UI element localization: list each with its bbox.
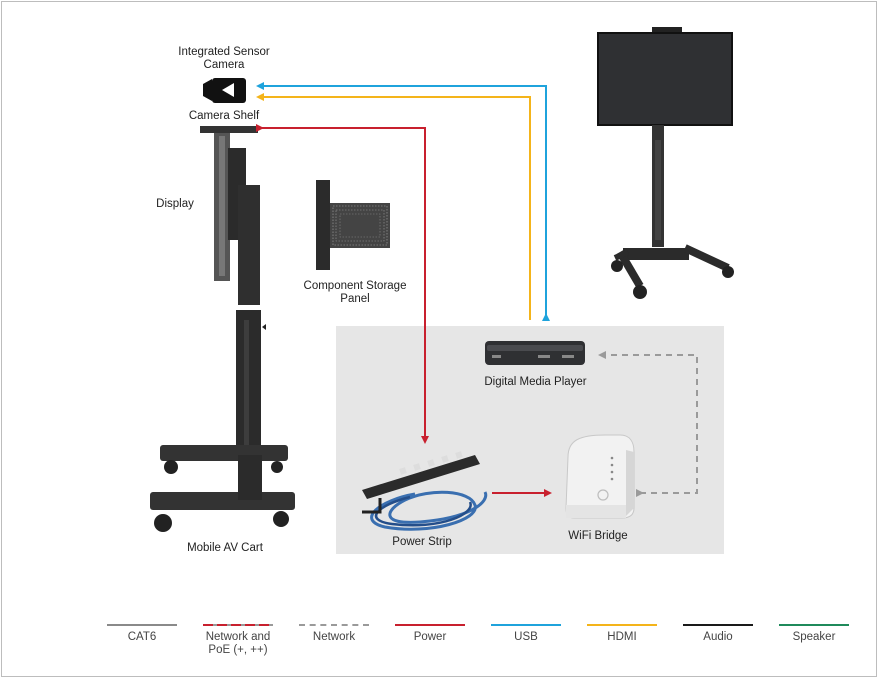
- legend-swatch: [779, 624, 849, 626]
- digital-media-player: [485, 341, 585, 365]
- label-display: Display: [156, 198, 194, 210]
- legend-label: Audio: [703, 631, 733, 643]
- legend-label: USB: [514, 631, 538, 643]
- label-digital-media-player: Digital Media Player: [484, 376, 587, 388]
- component-storage-panel: [316, 180, 390, 270]
- legend-label: CAT6: [127, 631, 157, 643]
- legend-label: HDMI: [607, 631, 637, 643]
- mobile-av-cart: [150, 126, 295, 532]
- label-integrated-sensor-camera: Integrated Sensor Camera: [178, 46, 270, 71]
- legend-item: USB: [487, 624, 565, 644]
- legend-swatch: [491, 624, 561, 626]
- label-power-strip: Power Strip: [392, 536, 452, 548]
- wifi-bridge: [565, 434, 635, 519]
- power-strip: [362, 451, 488, 531]
- legend-item: Audio: [679, 624, 757, 644]
- legend-item: CAT6: [103, 624, 181, 644]
- label-mobile-av-cart: Mobile AV Cart: [187, 542, 263, 554]
- legend-label: Network: [312, 631, 356, 643]
- legend-swatch: [203, 624, 273, 626]
- legend-swatch: [587, 624, 657, 626]
- legend-swatch: [107, 624, 177, 626]
- legend-label: Power: [413, 631, 447, 643]
- display-stand: [597, 27, 734, 299]
- usb-connection: [256, 82, 550, 321]
- legend-item: HDMI: [583, 624, 661, 644]
- legend-label: Network and PoE (+, ++): [205, 631, 271, 656]
- legend-swatch: [683, 624, 753, 626]
- network-connection: [598, 351, 698, 497]
- legend-item: Network and PoE (+, ++): [199, 624, 277, 657]
- legend-swatch: [395, 624, 465, 626]
- power-connection-camera: [256, 124, 429, 444]
- camera-icon: [203, 78, 246, 103]
- legend-item: Power: [391, 624, 469, 644]
- label-component-storage-panel: Component Storage Panel: [303, 280, 407, 305]
- label-camera-shelf: Camera Shelf: [188, 110, 260, 122]
- legend-item: Network: [295, 624, 373, 644]
- legend-item: Speaker: [775, 624, 853, 644]
- legend-swatch: [299, 624, 369, 626]
- label-wifi-bridge: WiFi Bridge: [568, 530, 628, 542]
- legend-label: Speaker: [792, 631, 836, 643]
- hdmi-connection: [256, 93, 531, 320]
